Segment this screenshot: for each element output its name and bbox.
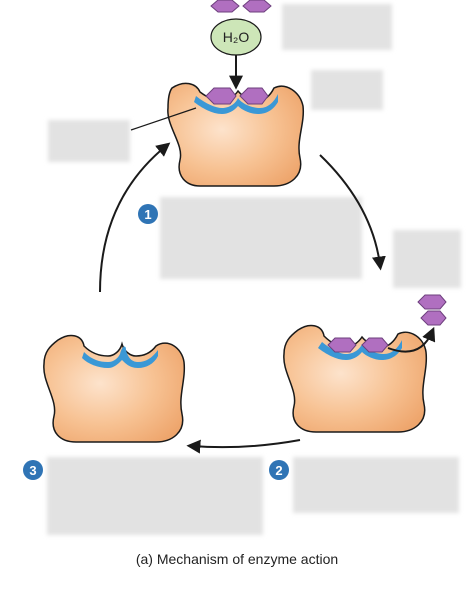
step-badge-3: 3 <box>23 460 43 480</box>
released-products <box>417 294 447 326</box>
hidden-label-products <box>393 230 461 288</box>
enzyme-left <box>43 334 186 443</box>
step-badge-1: 1 <box>138 204 158 224</box>
hidden-label-boxes <box>47 4 461 535</box>
active-site-left <box>82 346 158 368</box>
bound-substrate-right <box>327 337 389 353</box>
hidden-label-substrate <box>282 4 392 50</box>
water-label: H₂O <box>223 29 250 45</box>
step-badge-2: 2 <box>269 460 289 480</box>
arrow-product-release <box>387 326 436 353</box>
enzyme-label-pointer <box>130 107 197 131</box>
arrow-left-to-top <box>99 142 171 293</box>
step-number-2: 2 <box>275 463 282 478</box>
hidden-label-step3 <box>47 457 263 535</box>
bound-substrate-top <box>205 87 269 105</box>
water-molecule: H₂O <box>210 18 262 56</box>
cycle-arrows <box>99 55 386 454</box>
enzyme-right <box>283 294 447 433</box>
hidden-label-enzyme <box>48 120 130 162</box>
step-number-3: 3 <box>29 463 36 478</box>
active-site-right <box>318 340 402 360</box>
hidden-label-step1 <box>160 197 362 279</box>
figure-caption: (a) Mechanism of enzyme action <box>135 551 339 567</box>
hidden-label-step2 <box>293 457 459 513</box>
arrow-right-to-left <box>186 439 301 454</box>
step-number-1: 1 <box>144 207 151 222</box>
active-site-top <box>194 94 278 114</box>
free-substrate <box>210 0 272 13</box>
arrow-top-to-right <box>319 154 386 271</box>
hidden-label-active-site <box>311 70 383 110</box>
enzyme-top <box>130 82 305 187</box>
